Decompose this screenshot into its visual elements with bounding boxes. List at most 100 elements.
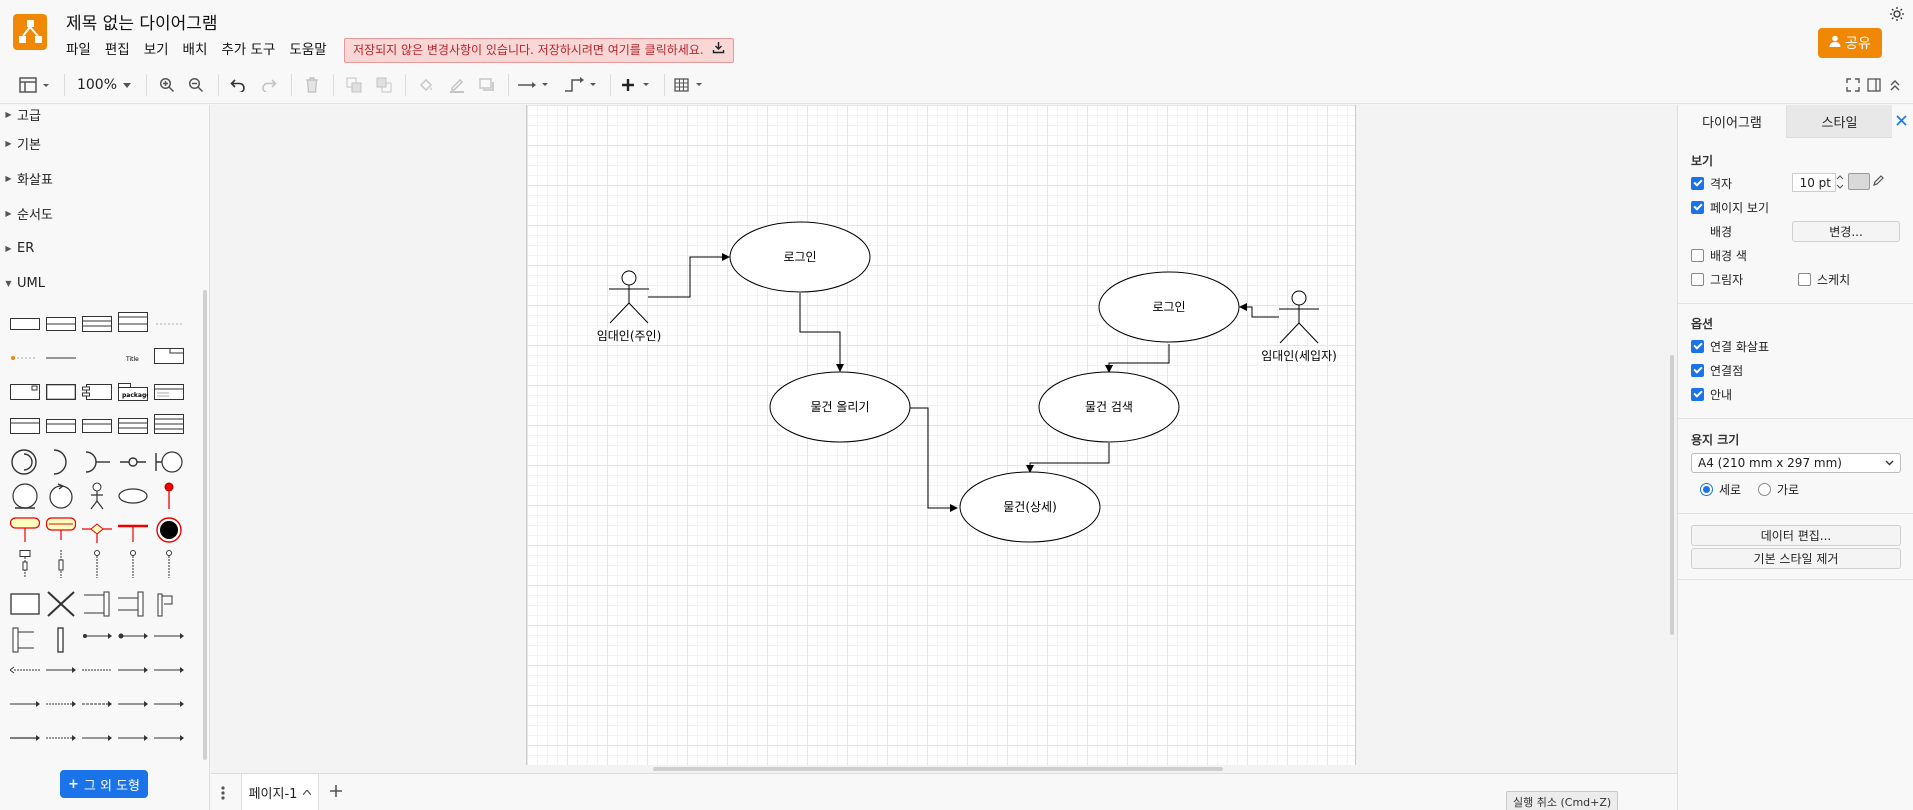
uml-assoc-shape-4[interactable]: [117, 693, 149, 715]
shadow-icon[interactable]: [476, 74, 498, 96]
category-uml[interactable]: ▼UML: [0, 272, 200, 294]
uml-link-shape-1[interactable]: [9, 727, 41, 749]
change-background-button[interactable]: 변경...: [1792, 221, 1900, 242]
uml-lifeline-shape-1[interactable]: [9, 549, 41, 579]
shadow-option[interactable]: 그림자: [1691, 271, 1743, 288]
uml-actor-shape[interactable]: [81, 481, 113, 511]
guides-option[interactable]: 안내: [1691, 386, 1732, 403]
drawio-logo[interactable]: [13, 14, 47, 50]
uml-activation-shape-1[interactable]: [9, 625, 41, 655]
use-case-login-tenant[interactable]: 로그인: [1098, 271, 1240, 343]
uml-final-state-shape[interactable]: [153, 515, 185, 545]
uml-return-shape-2[interactable]: [45, 659, 77, 681]
uml-message-shape-2[interactable]: [117, 625, 149, 647]
uml-assoc-shape-5[interactable]: [153, 693, 185, 715]
close-panel-icon[interactable]: [1896, 115, 1907, 129]
uml-use-case-shape[interactable]: [117, 481, 149, 511]
use-case-login-owner[interactable]: 로그인: [729, 221, 871, 293]
uml-activity-shape[interactable]: [9, 515, 41, 545]
uml-control-object-shape[interactable]: [45, 481, 77, 511]
page-view-checkbox[interactable]: [1691, 201, 1704, 214]
uml-assoc-shape-1[interactable]: [9, 693, 41, 715]
menu-file[interactable]: 파일: [66, 42, 91, 58]
uml-ball-socket-shape[interactable]: [117, 447, 149, 477]
sketch-checkbox[interactable]: [1798, 273, 1811, 286]
grid-checkbox[interactable]: [1691, 177, 1704, 190]
uml-fork-shape[interactable]: [117, 515, 149, 545]
portrait-option[interactable]: 세로: [1700, 481, 1741, 498]
undo-icon[interactable]: [227, 74, 249, 96]
background-color-checkbox[interactable]: [1691, 249, 1704, 262]
uml-attribute-orange-shape[interactable]: [9, 347, 41, 369]
pages-menu-icon[interactable]: [221, 786, 225, 803]
tab-style[interactable]: 스타일: [1786, 105, 1892, 138]
add-page-icon[interactable]: [329, 784, 343, 801]
grid-option[interactable]: 격자: [1691, 175, 1732, 192]
uml-node-shape[interactable]: [45, 381, 77, 403]
uml-entity-object-shape[interactable]: [9, 481, 41, 511]
uml-lifeline-shape-4[interactable]: [117, 549, 149, 579]
uml-class-attr-shape[interactable]: [81, 313, 113, 335]
zoom-out-icon[interactable]: [185, 74, 207, 96]
use-case-search-item[interactable]: 물건 검색: [1038, 371, 1180, 443]
sketch-option[interactable]: 스케치: [1798, 271, 1850, 288]
waypoints-icon[interactable]: [564, 74, 600, 96]
shadow-checkbox[interactable]: [1691, 273, 1704, 286]
category-flowchart[interactable]: ▶순서도: [0, 202, 200, 224]
sidebar-scrollbar[interactable]: [203, 290, 207, 760]
uml-message-shape-3[interactable]: [153, 625, 185, 647]
format-panel-toggle[interactable]: [18, 74, 54, 96]
uml-lifeline-shape-2[interactable]: [45, 549, 77, 579]
category-arrows[interactable]: ▶화살표: [0, 167, 200, 189]
connection-points-checkbox[interactable]: [1691, 364, 1704, 377]
tab-diagram[interactable]: 다이어그램: [1678, 105, 1786, 138]
more-shapes-button[interactable]: + 그 외 도형: [60, 770, 148, 798]
actor-tenant[interactable]: 임대인(세입자): [1261, 290, 1337, 363]
edit-data-button[interactable]: 데이터 편집...: [1691, 525, 1901, 546]
theme-sun-icon[interactable]: [1889, 6, 1905, 25]
grid-color-swatch[interactable]: [1848, 173, 1870, 190]
connection-arrows-option[interactable]: 연결 화살표: [1691, 338, 1769, 355]
uml-assoc-shape-2[interactable]: [45, 693, 77, 715]
connection-style-icon[interactable]: [518, 74, 552, 96]
uml-module-shape[interactable]: [81, 381, 113, 403]
panel-toggle-icon[interactable]: [1865, 74, 1883, 96]
delete-icon[interactable]: [301, 74, 323, 96]
menu-edit[interactable]: 편집: [104, 42, 130, 58]
uml-frame-box-shape[interactable]: [9, 589, 41, 619]
menu-view[interactable]: 보기: [143, 42, 169, 58]
uml-title-shape[interactable]: Title: [117, 347, 149, 369]
uml-message-shape-1[interactable]: [81, 625, 113, 647]
background-color-option[interactable]: 배경 색: [1691, 247, 1747, 264]
uml-lifeline-shape-3[interactable]: [81, 549, 113, 579]
uml-package-shape[interactable]: package: [117, 381, 149, 403]
actor-owner[interactable]: 임대인(주인): [597, 270, 662, 343]
share-button[interactable]: 공유: [1818, 28, 1882, 58]
grid-size-stepper[interactable]: [1835, 172, 1845, 195]
uml-interface-shape[interactable]: [153, 381, 185, 403]
to-back-icon[interactable]: [373, 74, 395, 96]
document-title[interactable]: 제목 없는 다이어그램: [66, 14, 218, 34]
guides-checkbox[interactable]: [1691, 388, 1704, 401]
uml-lollipop-shape[interactable]: [81, 447, 113, 477]
uml-lifeline-shape-5[interactable]: [153, 549, 185, 579]
insert-plus-icon[interactable]: [620, 74, 654, 96]
uml-class-full-shape[interactable]: [117, 311, 149, 333]
diagram-canvas[interactable]: 임대인(주인) 임대인(세입자) 로그인 물건 올리기 로그인: [211, 105, 1677, 773]
uml-attribute-shape[interactable]: [153, 313, 185, 335]
uml-provided-interface-shape[interactable]: [9, 447, 41, 477]
canvas-horizontal-scrollbar[interactable]: [653, 767, 1223, 771]
uml-boundary-shape[interactable]: [153, 447, 185, 477]
redo-icon[interactable]: [258, 74, 280, 96]
uml-assoc-shape-3[interactable]: [81, 693, 113, 715]
uml-divider-shape[interactable]: [45, 347, 77, 369]
uml-initial-state-shape[interactable]: [153, 481, 185, 511]
eyedropper-icon[interactable]: [1873, 174, 1885, 189]
category-general[interactable]: ▶기본: [0, 132, 200, 154]
uml-link-shape-4[interactable]: [117, 727, 149, 749]
clear-default-style-button[interactable]: 기본 스타일 제거: [1691, 548, 1901, 569]
category-advanced[interactable]: ▶고급: [0, 105, 200, 125]
uml-activity-action-shape[interactable]: [45, 515, 77, 545]
uml-self-call-shape-2[interactable]: [117, 589, 149, 619]
uml-return-shape-5[interactable]: [153, 659, 185, 681]
